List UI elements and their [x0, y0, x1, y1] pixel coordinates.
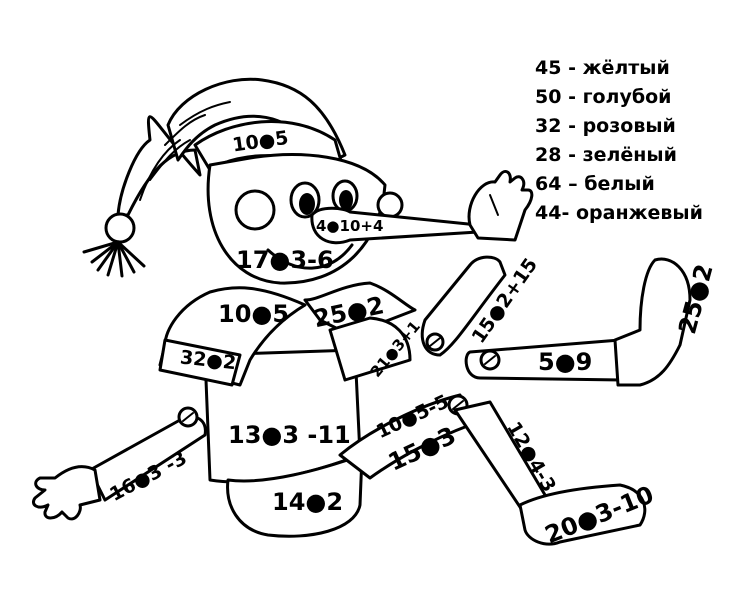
ear-left — [234, 189, 276, 231]
collar-right — [303, 281, 417, 337]
expr-nose: 4●10+4 — [316, 217, 383, 235]
legend-item: 64 – белый — [535, 170, 703, 199]
expr-pants: 14●2 — [272, 488, 343, 516]
legend-separator: – — [561, 173, 585, 195]
left-arm — [32, 406, 207, 521]
legend-color-name: розовый — [582, 115, 676, 137]
thigh-right — [464, 338, 624, 382]
ear-right — [376, 191, 404, 219]
shirt — [158, 281, 417, 484]
legend-item: 32 - розовый — [535, 112, 703, 141]
expr-mouth: 17●3-6 — [236, 246, 334, 274]
legend-number: 50 — [535, 86, 562, 108]
legend-separator: - — [561, 202, 576, 224]
legend-color-name: жёлтый — [582, 57, 670, 79]
expr-shirt: 13●3 -11 — [228, 421, 351, 449]
legend-item: 44- оранжевый — [535, 199, 703, 228]
shoe-bottom — [518, 483, 647, 546]
legend-number: 44 — [535, 202, 562, 224]
upper-arm-right — [420, 255, 507, 357]
pants — [226, 453, 364, 538]
legend-separator: - — [561, 144, 583, 166]
hand-left — [32, 465, 102, 521]
legs — [338, 257, 692, 546]
collar-side — [158, 338, 242, 387]
pompom — [104, 212, 136, 244]
right-arm — [420, 170, 534, 357]
legend-number: 45 — [535, 57, 562, 79]
legend-color-name: зелёный — [582, 144, 677, 166]
legend-color-name: голубой — [582, 86, 672, 108]
head — [206, 153, 480, 285]
hand-right — [467, 170, 534, 242]
legend-item: 28 - зелёный — [535, 141, 703, 170]
tassel — [82, 240, 146, 278]
legend-number: 32 — [535, 115, 562, 137]
legend-separator: - — [561, 115, 583, 137]
hat — [82, 77, 347, 278]
shoe-right — [613, 257, 692, 387]
expr-collar-left: 10●5 — [218, 300, 289, 328]
legend-color-name: оранжевый — [575, 202, 703, 224]
legend-number: 64 — [535, 173, 562, 195]
legend-item: 50 - голубой — [535, 83, 703, 112]
expr-leg-upper: 5●9 — [538, 348, 592, 376]
legend-number: 28 — [535, 144, 562, 166]
collar-small — [328, 316, 412, 382]
legend-item: 45 - жёлтый — [535, 54, 703, 83]
mouth — [266, 243, 354, 270]
legend-color-name: белый — [584, 173, 655, 195]
color-legend: 45 - жёлтый 50 - голубой 32 - розовый 28… — [535, 54, 703, 228]
legend-separator: - — [561, 57, 583, 79]
legend-separator: - — [561, 86, 583, 108]
